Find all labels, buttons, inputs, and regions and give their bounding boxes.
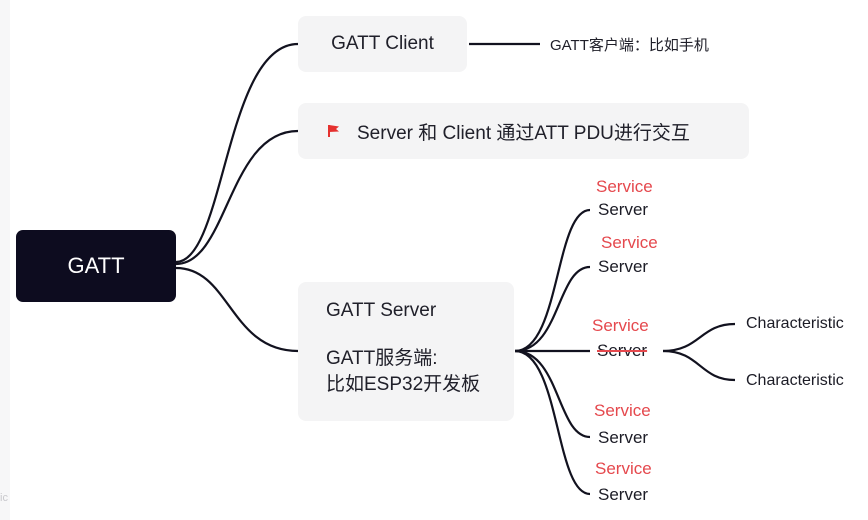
service-node-label[interactable]: Server (598, 485, 649, 504)
flag-icon (328, 125, 339, 137)
root-node-gatt[interactable]: GATT (16, 230, 176, 302)
server-desc-line2: 比如ESP32开发板 (326, 374, 481, 395)
left-edge-strip (0, 0, 10, 520)
service-node-label-struck[interactable]: Server (597, 341, 648, 360)
root-label: GATT (67, 253, 125, 278)
service-annotation: Service (601, 233, 658, 252)
interaction-node[interactable]: Server 和 Client 通过ATT PDU进行交互 (298, 103, 749, 159)
link-server-service-1 (514, 208, 591, 353)
server-desc-line1: GATT服务端: (326, 348, 438, 369)
server-node[interactable]: GATT Server GATT服务端: 比如ESP32开发板 (298, 282, 514, 421)
service-annotation: Service (596, 177, 653, 196)
client-note: GATT客户端：比如手机 (550, 37, 709, 54)
service-node-label[interactable]: Server (598, 428, 649, 447)
service-node-label[interactable]: Server (598, 200, 649, 219)
service-annotation: Service (592, 316, 649, 335)
link-root-server (175, 266, 299, 353)
client-label: GATT Client (331, 33, 434, 54)
link-server-service-5 (514, 349, 591, 496)
link-server-service-4 (514, 349, 591, 439)
service-annotation: Service (594, 401, 651, 420)
characteristic-node[interactable]: Characteristic (746, 372, 844, 389)
client-node[interactable]: GATT Client (298, 16, 467, 72)
link-service-char-1 (662, 322, 736, 353)
link-root-client (175, 42, 299, 264)
link-root-interaction (175, 129, 299, 266)
interaction-label: Server 和 Client 通过ATT PDU进行交互 (357, 122, 690, 144)
service-annotation: Service (595, 459, 652, 478)
server-title: GATT Server (326, 300, 437, 321)
link-server-service-2 (514, 265, 591, 353)
characteristic-node[interactable]: Characteristic (746, 315, 844, 332)
service-node-label[interactable]: Server (598, 257, 649, 276)
link-service-char-2 (662, 349, 736, 382)
watermark-text: ic (0, 492, 8, 504)
